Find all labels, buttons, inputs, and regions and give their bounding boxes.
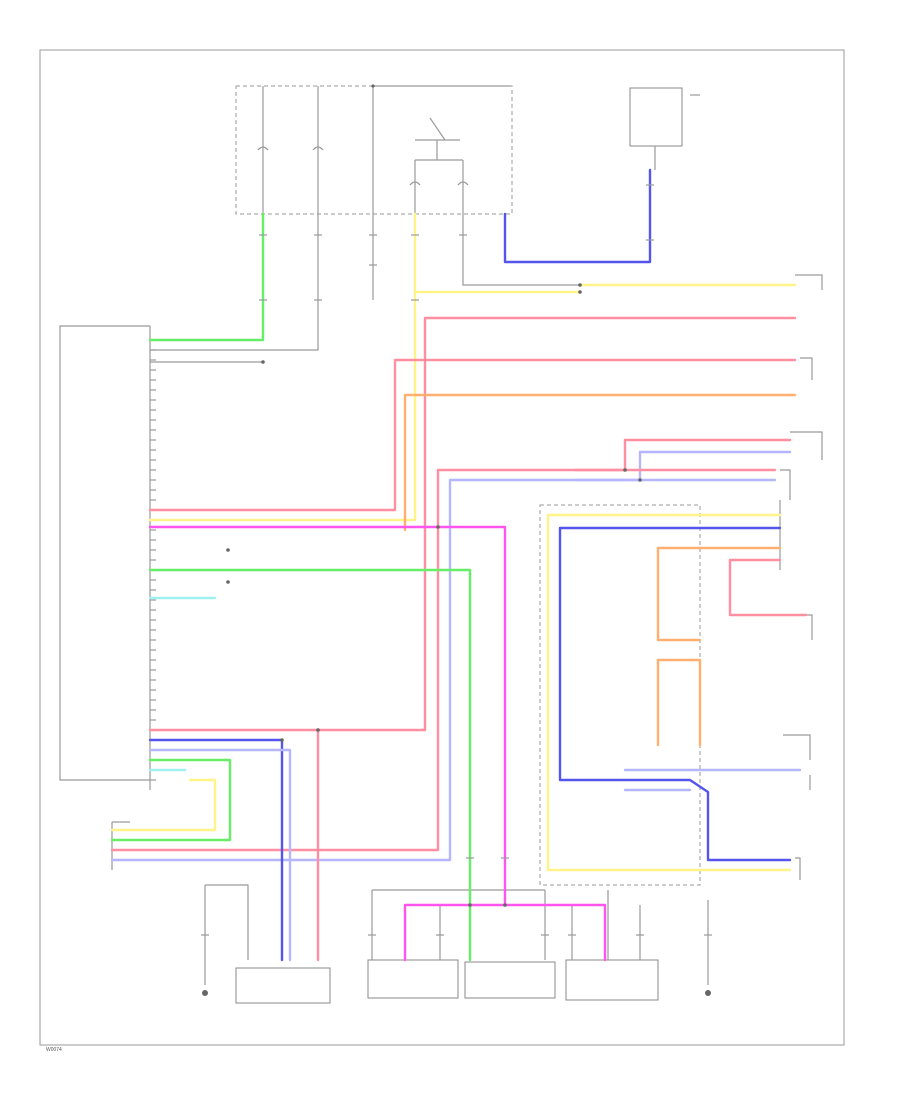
wire-blue-top [503, 168, 652, 264]
connector-ticks [201, 184, 712, 936]
fuse-icon [409, 181, 421, 186]
module-box-center [464, 961, 556, 999]
module-box-right [565, 959, 659, 1001]
wires [110, 168, 808, 962]
right-connectors [539, 274, 823, 886]
footer-code: W0074 [46, 1047, 62, 1053]
wire-yellow-top [148, 212, 417, 522]
top-right-module [629, 87, 700, 170]
bottom-modules [202, 884, 711, 1004]
wire-blue-right [558, 526, 792, 862]
fuse-relay-block [235, 84, 513, 215]
fuse-icon [257, 146, 269, 151]
fuse-icon [312, 146, 324, 151]
diagram-frame [39, 49, 845, 1046]
wire-green-top [148, 212, 265, 342]
wire-orange [403, 393, 797, 532]
wire-green-long [148, 568, 472, 962]
fuse-icon [457, 181, 469, 186]
fuse-block-outline [235, 85, 513, 215]
module-box-bottom-left [235, 967, 331, 1004]
wire-pink [148, 525, 507, 962]
main-control-unit [59, 325, 151, 790]
main-connector-pins [150, 339, 156, 781]
junctions [226, 283, 642, 907]
wire-yellow-right [546, 513, 792, 872]
wire-red-main [148, 316, 797, 732]
module-box-left [367, 959, 459, 999]
